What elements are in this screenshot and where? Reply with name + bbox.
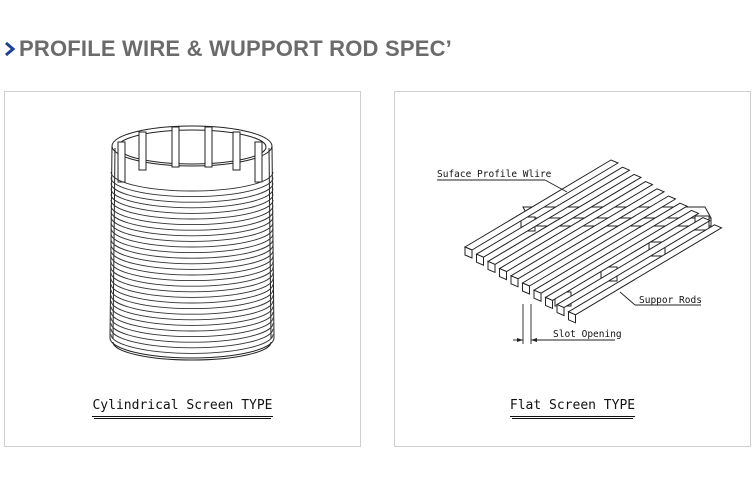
profile-wire-end: [510, 275, 519, 288]
profile-wire-end: [533, 289, 542, 302]
cylindrical-caption: Cylindrical Screen TYPE: [5, 396, 360, 417]
wire-wrap: [110, 233, 274, 254]
flat-screen-panel: Suface Profile Wlire Suppor Rods Slot Op…: [394, 91, 751, 447]
wire-wrap: [110, 278, 274, 298]
flat-caption-text: Flat Screen TYPE: [509, 398, 636, 417]
wire-wrap: [110, 267, 274, 287]
cylindrical-screen-panel: Cylindrical Screen TYPE: [4, 91, 361, 447]
wire-wrap: [110, 317, 274, 338]
slot-opening-label: Slot Opening: [553, 329, 622, 340]
wire-wrap: [110, 311, 274, 332]
profile-wire-end: [568, 311, 576, 324]
wire-wrap: [110, 295, 274, 315]
cylindrical-caption-text: Cylindrical Screen TYPE: [92, 398, 273, 417]
chevron-right-icon: [5, 41, 16, 57]
wire-wrap: [110, 227, 274, 248]
wire-wrap: [110, 211, 274, 231]
page-heading: PROFILE WIRE & WUPPORT ROD SPEC’: [4, 36, 452, 62]
profile-wire-end: [522, 282, 530, 295]
profile-wire-end: [487, 260, 496, 274]
profile-wire-end: [464, 246, 473, 259]
wire-wrap: [110, 183, 274, 203]
wire-wrap: [110, 194, 274, 214]
wire-wrap: [110, 283, 274, 304]
wire-wrap: [110, 205, 274, 226]
wire-wrap: [110, 177, 274, 198]
profile-wire-end: [476, 253, 484, 266]
profile-wire-end: [545, 296, 553, 310]
wire-wrap: [110, 171, 274, 192]
wire-wrap: [110, 261, 274, 282]
wire-wrap: [110, 272, 274, 293]
page-title: PROFILE WIRE & WUPPORT ROD SPEC’: [19, 36, 452, 61]
surface-profile-wire-label: Suface Profile Wlire: [437, 169, 552, 180]
wire-wrap: [110, 328, 274, 349]
flat-caption: Flat Screen TYPE: [395, 396, 750, 417]
wire-wrap: [110, 199, 274, 220]
wire-wrap: [110, 239, 274, 259]
wire-wrap: [110, 306, 274, 326]
flat-screen-drawing: [437, 159, 723, 344]
wire-wrap: [110, 289, 274, 310]
wire-wrap: [110, 188, 274, 209]
cylindrical-screen-drawing: [109, 125, 275, 361]
support-rods-label: Suppor Rods: [639, 295, 702, 306]
wire-wrap: [110, 216, 274, 237]
wire-wrap: [110, 244, 274, 265]
wire-wrap: [110, 334, 274, 354]
wire-wrap: [110, 222, 274, 242]
wire-wrap: [110, 323, 274, 343]
wire-wrap: [110, 255, 274, 276]
profile-wire-end: [499, 267, 507, 281]
profile-wire-end: [556, 303, 565, 317]
wire-wrap: [110, 300, 274, 321]
wire-wrap: [110, 250, 274, 270]
